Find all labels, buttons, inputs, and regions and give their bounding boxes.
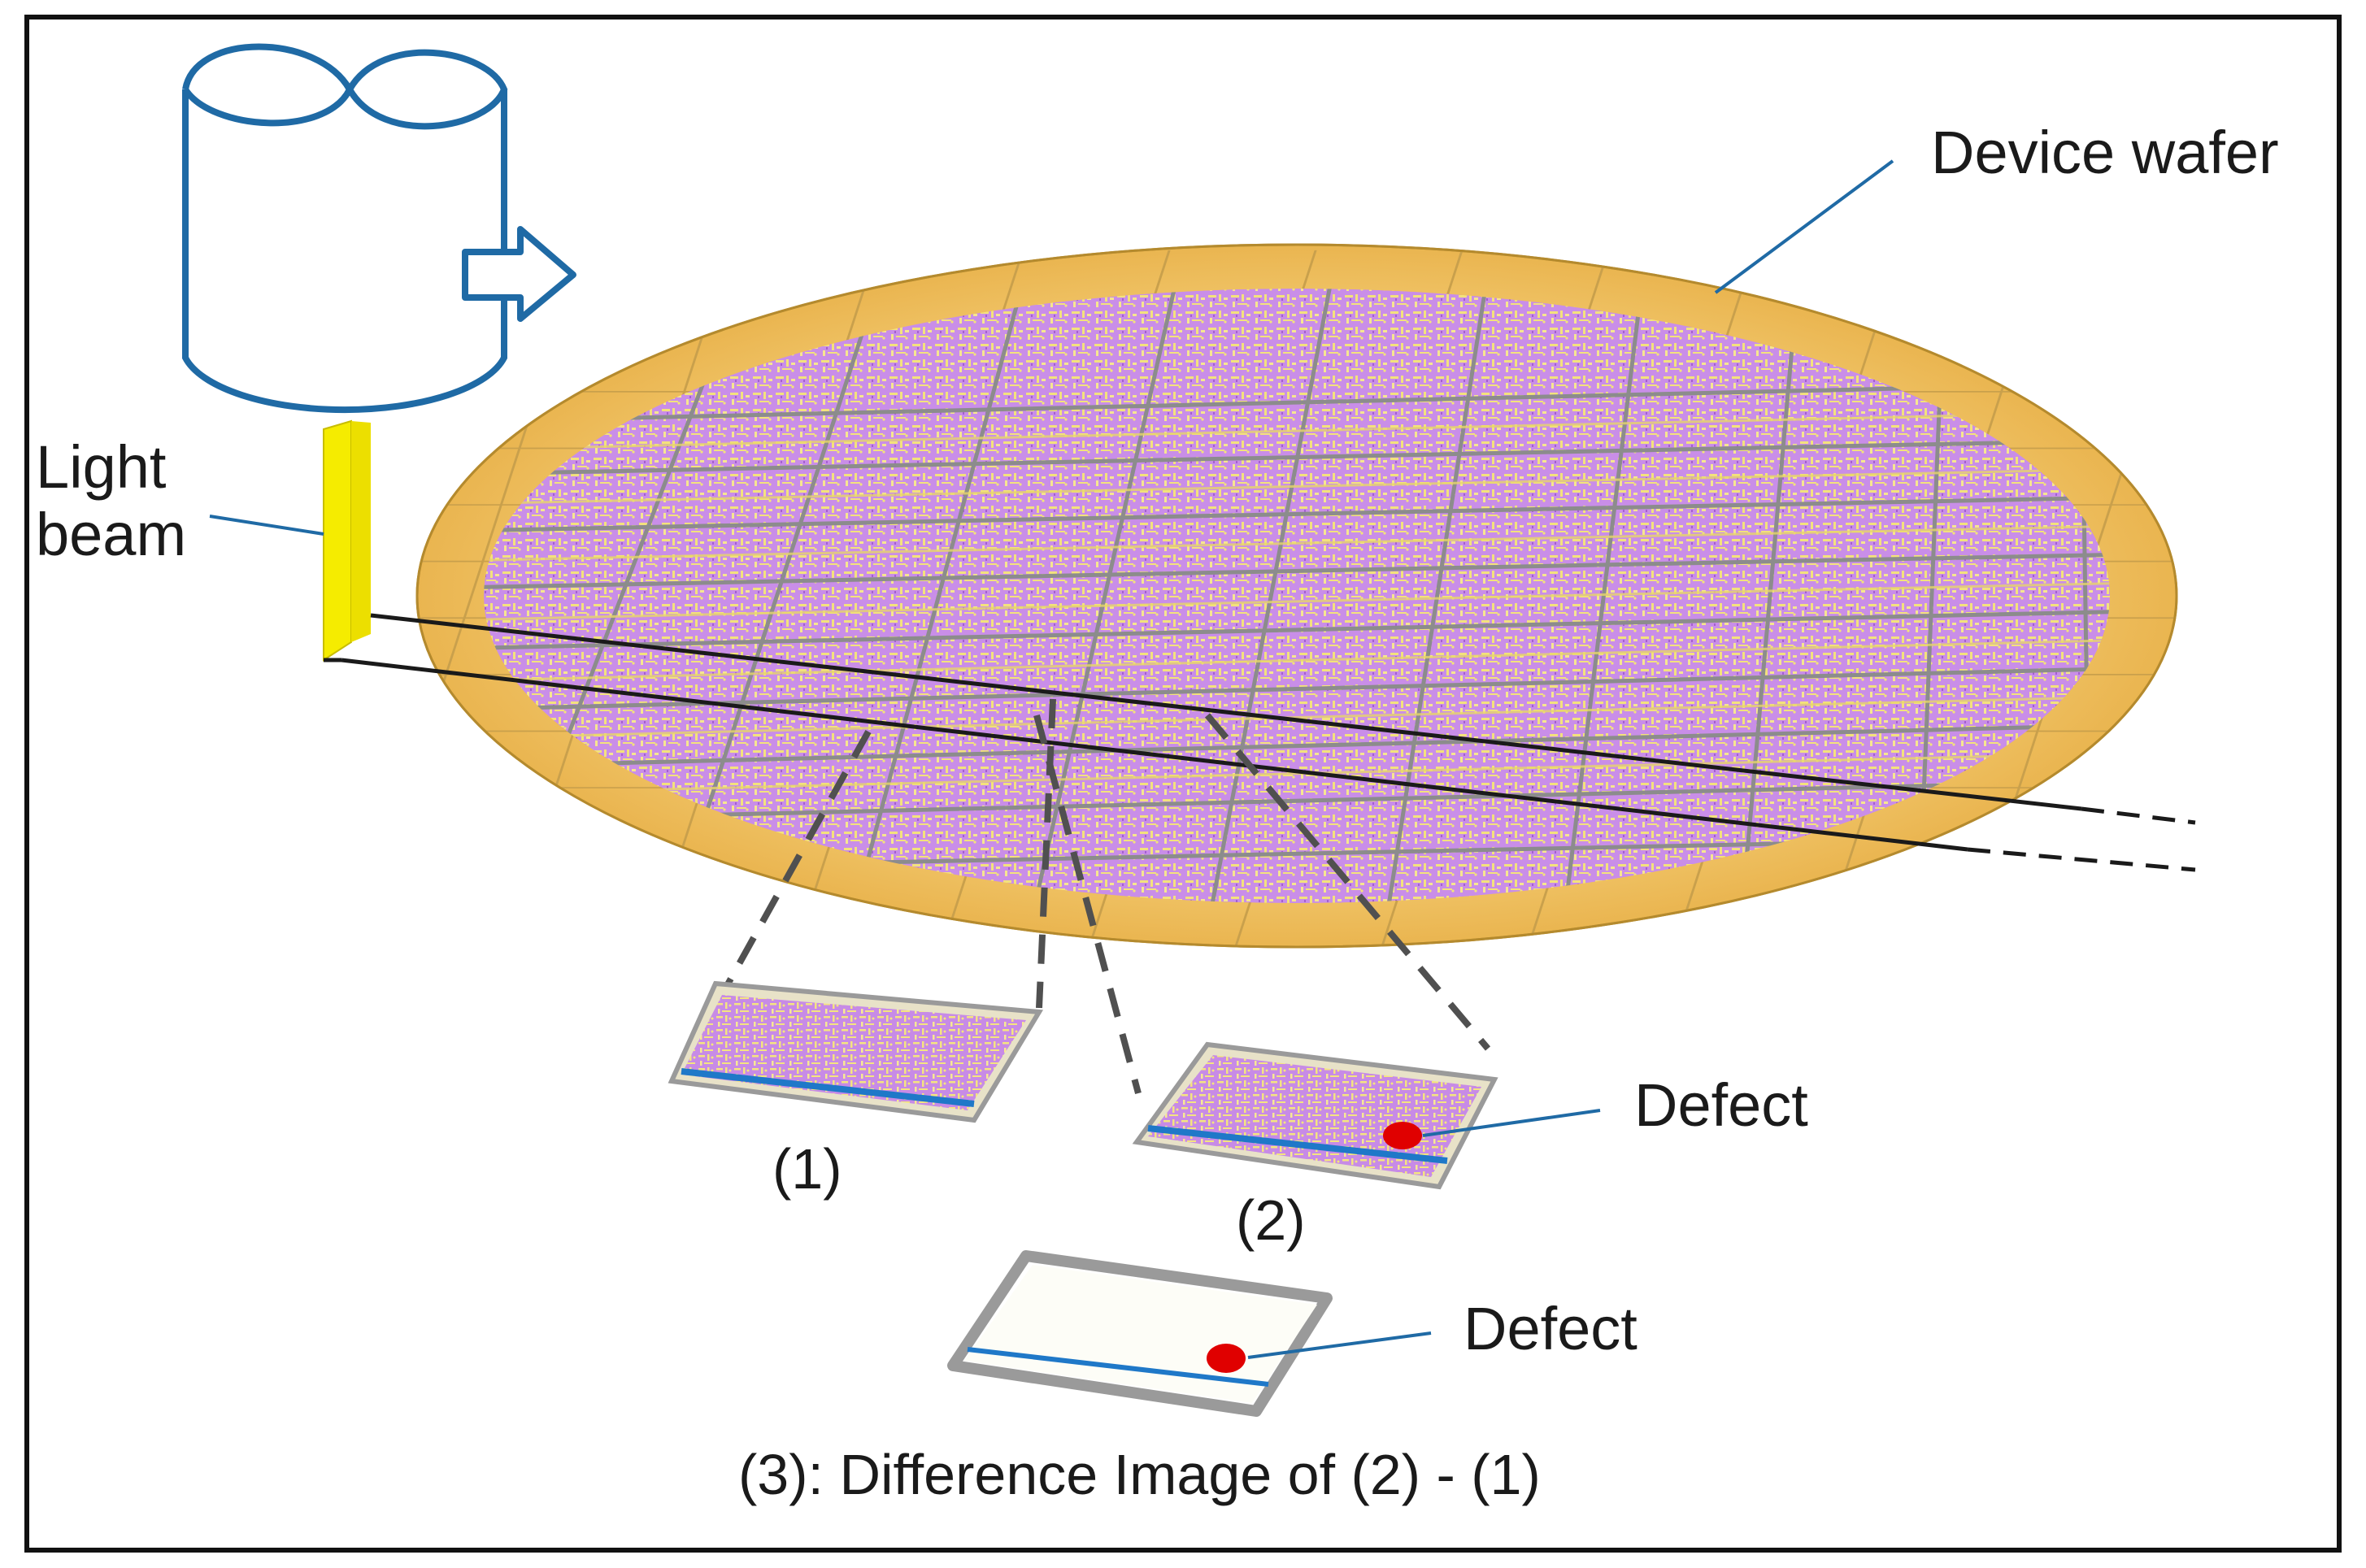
leader-defect-3 [1247, 1331, 1432, 1359]
leader-light-beam [209, 515, 324, 536]
caption-image-1: (1) [772, 1137, 842, 1201]
inspection-image-2 [1132, 1041, 1498, 1190]
arrow-right-icon [462, 226, 576, 322]
defect-spot-2 [1383, 1122, 1422, 1149]
light-label: Light [36, 433, 167, 501]
projection-lines [720, 698, 1491, 1095]
camera-cylinder-icon [182, 43, 508, 414]
leader-defect-2 [1422, 1109, 1601, 1137]
caption-difference-image: (3): Difference Image of (2) - (1) [738, 1443, 1541, 1506]
light-beam [323, 419, 371, 662]
defect-label-2: Defect [1634, 1071, 1808, 1139]
blue-line-2 [1147, 1125, 1448, 1164]
scan-lines [324, 613, 2196, 872]
inspection-image-1 [668, 980, 1044, 1123]
caption-image-2: (2) [1236, 1188, 1306, 1252]
device-wafer-label: Device wafer [1931, 119, 2279, 186]
leader-device-wafer [1714, 159, 1894, 294]
beam-label: beam [36, 501, 186, 568]
difference-image-3 [947, 1250, 1333, 1417]
blue-line-1 [681, 1068, 975, 1107]
defect-label-3: Defect [1464, 1295, 1637, 1362]
defect-spot-3 [1207, 1344, 1246, 1373]
blue-line-3 [967, 1347, 1269, 1387]
outer-frame [24, 15, 2342, 1553]
